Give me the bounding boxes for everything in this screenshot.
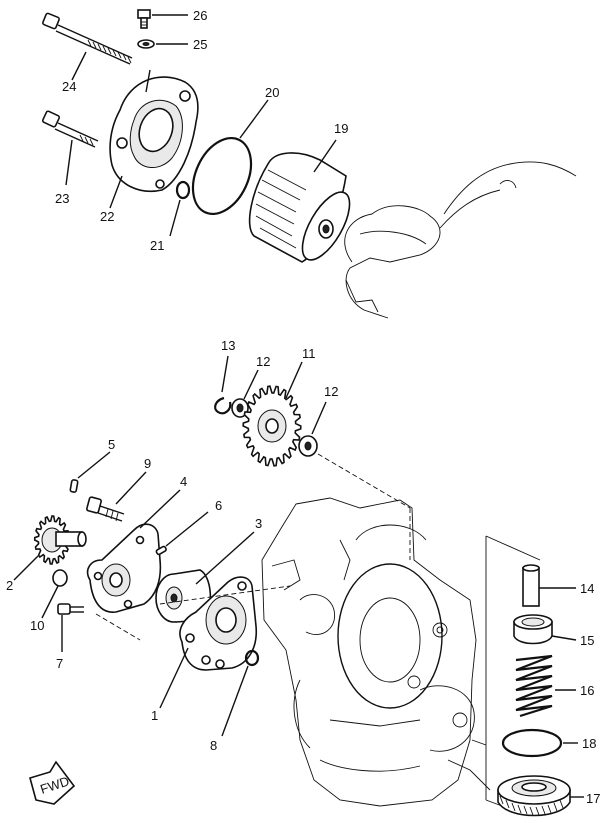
washer-12b — [298, 401, 327, 457]
crankcase-upper-outline — [344, 161, 577, 319]
callout-21: 21 — [150, 238, 164, 253]
cap-15 — [513, 614, 577, 645]
pin-6 — [155, 511, 209, 556]
spring-16 — [515, 654, 576, 718]
callout-14: 14 — [580, 581, 594, 596]
callout-20: 20 — [265, 85, 279, 100]
callout-3: 3 — [255, 516, 262, 531]
pump-cover-1 — [159, 576, 257, 709]
bolt-24 — [42, 12, 133, 81]
callout-19: 19 — [334, 121, 348, 136]
callout-6: 6 — [215, 498, 222, 513]
callout-24: 24 — [62, 79, 76, 94]
bolt-23 — [41, 110, 99, 186]
callout-1: 1 — [151, 708, 158, 723]
callout-7: 7 — [56, 656, 63, 671]
callout-26: 26 — [193, 8, 207, 23]
callout-18: 18 — [582, 736, 596, 751]
washer-10 — [41, 569, 68, 619]
callout-8: 8 — [210, 738, 217, 753]
callout-5: 5 — [108, 437, 115, 452]
callout-17: 17 — [586, 791, 600, 806]
fwd-arrow-badge: FWD — [29, 760, 76, 805]
callout-23: 23 — [55, 191, 69, 206]
screw-7 — [57, 603, 84, 652]
callout-15: 15 — [580, 633, 594, 648]
callout-16: 16 — [580, 683, 594, 698]
bolt-26 — [137, 9, 188, 29]
o-ring-20 — [191, 99, 269, 215]
callout-13: 13 — [221, 338, 235, 353]
gear-2 — [13, 515, 87, 581]
circlip-13 — [214, 355, 232, 415]
washer-12a — [231, 369, 259, 418]
washer-25 — [137, 39, 188, 49]
callout-22: 22 — [100, 209, 114, 224]
o-ring-21 — [169, 180, 191, 237]
gear-11 — [242, 361, 303, 467]
bolt-9 — [86, 471, 147, 522]
callout-12a: 12 — [256, 354, 270, 369]
callout-10: 10 — [30, 618, 44, 633]
o-ring-18 — [501, 728, 578, 758]
filter-cover-22 — [109, 69, 199, 209]
callout-4: 4 — [180, 474, 187, 489]
crankcase-lower — [261, 497, 491, 807]
plug-17 — [497, 775, 584, 817]
pin-5 — [69, 451, 111, 493]
pump-housing-4 — [86, 489, 181, 613]
o-ring-8 — [221, 649, 260, 737]
pipe-14 — [522, 564, 576, 607]
callout-11: 11 — [302, 346, 316, 361]
callout-25: 25 — [193, 37, 207, 52]
oil-filter-19 — [248, 139, 351, 263]
callout-12b: 12 — [324, 384, 338, 399]
callout-2: 2 — [6, 578, 13, 593]
callout-9: 9 — [144, 456, 151, 471]
